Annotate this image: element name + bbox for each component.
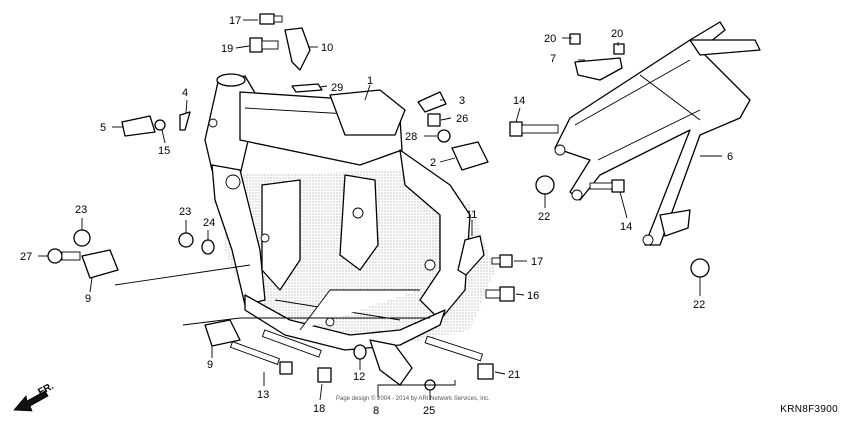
- nut-23-b: [178, 232, 194, 248]
- callout-10: 10: [321, 42, 333, 54]
- callout-12: 12: [353, 371, 365, 383]
- bracket-2: [451, 141, 489, 171]
- copyright-notice: Page design © 2004 - 2014 by ARI Network…: [336, 396, 490, 402]
- engine-hanger-10: [284, 27, 311, 71]
- bolt-17-top: [259, 13, 283, 25]
- callout-28: 28: [405, 131, 417, 143]
- callout-25: 25: [423, 405, 435, 417]
- callout-24: 24: [203, 217, 215, 229]
- callout-13: 13: [257, 389, 269, 401]
- callout-11: 11: [466, 209, 477, 221]
- nut-22-a: [535, 175, 555, 195]
- plate-29: [291, 83, 323, 93]
- callout-20a: 20: [544, 33, 556, 45]
- callout-19: 19: [221, 43, 233, 55]
- callout-14a: 14: [513, 95, 525, 107]
- callout-labels: 1 2 3 4 5 6 7 8 9 9 10 11 12 13 14 14 15…: [20, 15, 733, 417]
- bolt-19: [249, 37, 279, 53]
- bolt-14-upper: [509, 121, 559, 137]
- bolt-13: [229, 341, 293, 375]
- bracket-3: [417, 91, 447, 113]
- callout-5: 5: [100, 122, 106, 134]
- sub-frame: [554, 21, 761, 246]
- nut-23-a: [73, 229, 91, 247]
- bracket-5: [121, 115, 156, 137]
- callout-26: 26: [456, 113, 468, 125]
- callout-8: 8: [373, 405, 379, 417]
- callout-21: 21: [508, 369, 520, 381]
- collar-26: [427, 113, 441, 127]
- bolt-16: [485, 286, 515, 302]
- callout-23b: 23: [179, 206, 191, 218]
- callout-1: 1: [367, 75, 373, 87]
- hanger-11: [457, 235, 485, 276]
- plate-9-upper: [81, 249, 119, 279]
- collar-12: [353, 344, 367, 360]
- callout-15: 15: [158, 145, 170, 157]
- washer-27: [61, 251, 81, 261]
- bolt-4: [179, 111, 191, 131]
- leader-lines: [38, 19, 722, 401]
- bolt-17-right: [491, 254, 513, 268]
- guard-8: [369, 339, 413, 386]
- callout-17b: 17: [531, 256, 543, 268]
- nut-15: [154, 119, 166, 131]
- callout-29: 29: [331, 82, 343, 94]
- callout-20b: 20: [611, 28, 623, 40]
- bolt-18: [261, 329, 332, 383]
- callout-18: 18: [313, 403, 325, 415]
- washer-24: [201, 239, 215, 255]
- callout-14b: 14: [620, 221, 632, 233]
- bolt-21: [424, 335, 494, 380]
- nut-22-b: [690, 258, 710, 278]
- nut-27: [47, 248, 63, 264]
- callout-16: 16: [527, 290, 539, 302]
- callout-6: 6: [727, 151, 733, 163]
- nut-28: [437, 129, 451, 143]
- plate-9-lower: [204, 319, 241, 347]
- bolt-20-a: [569, 33, 581, 45]
- callout-9a: 9: [85, 293, 91, 305]
- callout-27: 27: [20, 251, 32, 263]
- sub-frame-bracket: [574, 57, 623, 81]
- callout-2: 2: [430, 157, 436, 169]
- front-direction-arrow-icon: [13, 390, 49, 412]
- callout-4: 4: [182, 87, 188, 99]
- callout-22b: 22: [693, 299, 705, 311]
- main-frame: [204, 73, 471, 351]
- callout-9b: 9: [207, 359, 213, 371]
- callout-7: 7: [550, 53, 556, 65]
- callout-23a: 23: [75, 204, 87, 216]
- bolt-14-lower: [589, 179, 625, 193]
- callout-17a: 17: [229, 15, 241, 27]
- bolt-20-b: [613, 43, 625, 55]
- diagram-reference-code: KRN8F3900: [780, 404, 838, 415]
- callout-22a: 22: [538, 211, 550, 223]
- callout-3: 3: [459, 95, 465, 107]
